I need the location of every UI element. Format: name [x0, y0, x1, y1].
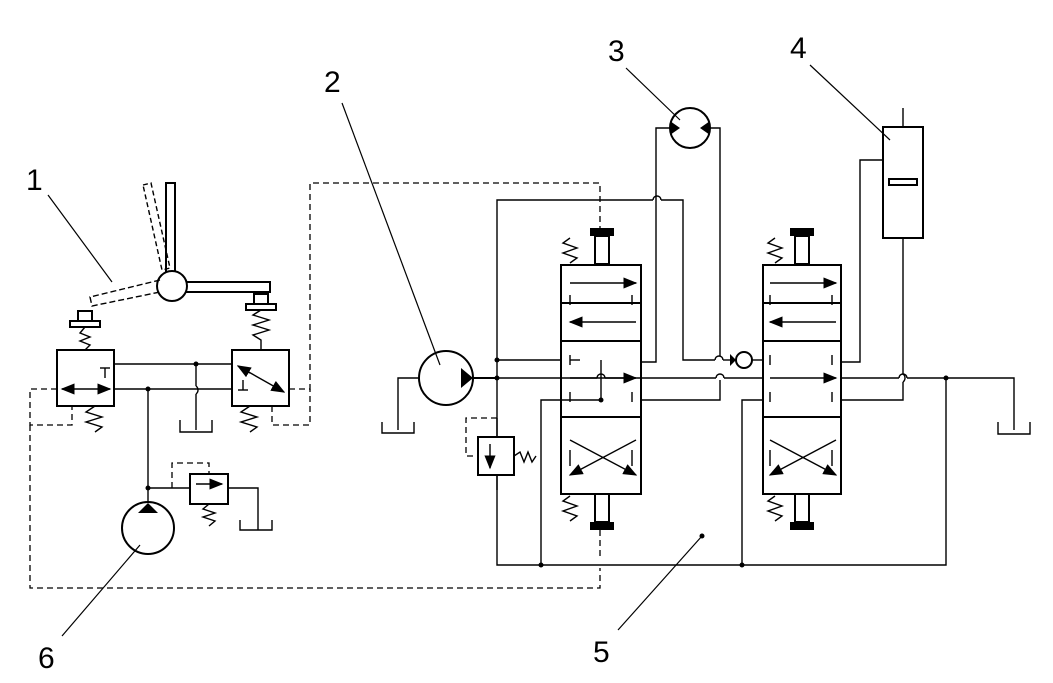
joystick-lever: [69, 182, 277, 351]
main-pump-2: [381, 350, 500, 434]
main-circuit-lines: [494, 195, 1031, 568]
pilot-valve-left: [56, 349, 115, 433]
label-4: 4: [790, 32, 807, 65]
pilot-valve-right: [231, 349, 290, 433]
directional-valve-b: [762, 228, 842, 530]
label-1: 1: [26, 164, 43, 197]
relief-valve-pilot: [171, 462, 273, 531]
directional-valve-a: [560, 228, 642, 530]
hydraulic-cylinder-4: [841, 108, 924, 401]
label-2: 2: [324, 66, 341, 99]
pilot-dashed-lines: [29, 182, 601, 589]
pilot-lines: [114, 361, 232, 491]
pilot-pump-6: [121, 488, 175, 555]
label-3: 3: [608, 35, 625, 68]
sequence-valve: [465, 417, 537, 490]
callout-leaders: [47, 64, 891, 637]
label-5: 5: [593, 636, 610, 669]
hydraulic-motor-3: [641, 107, 721, 363]
callout-numbers: 1 2 3 4 5 6: [26, 32, 807, 675]
label-6: 6: [38, 642, 55, 675]
